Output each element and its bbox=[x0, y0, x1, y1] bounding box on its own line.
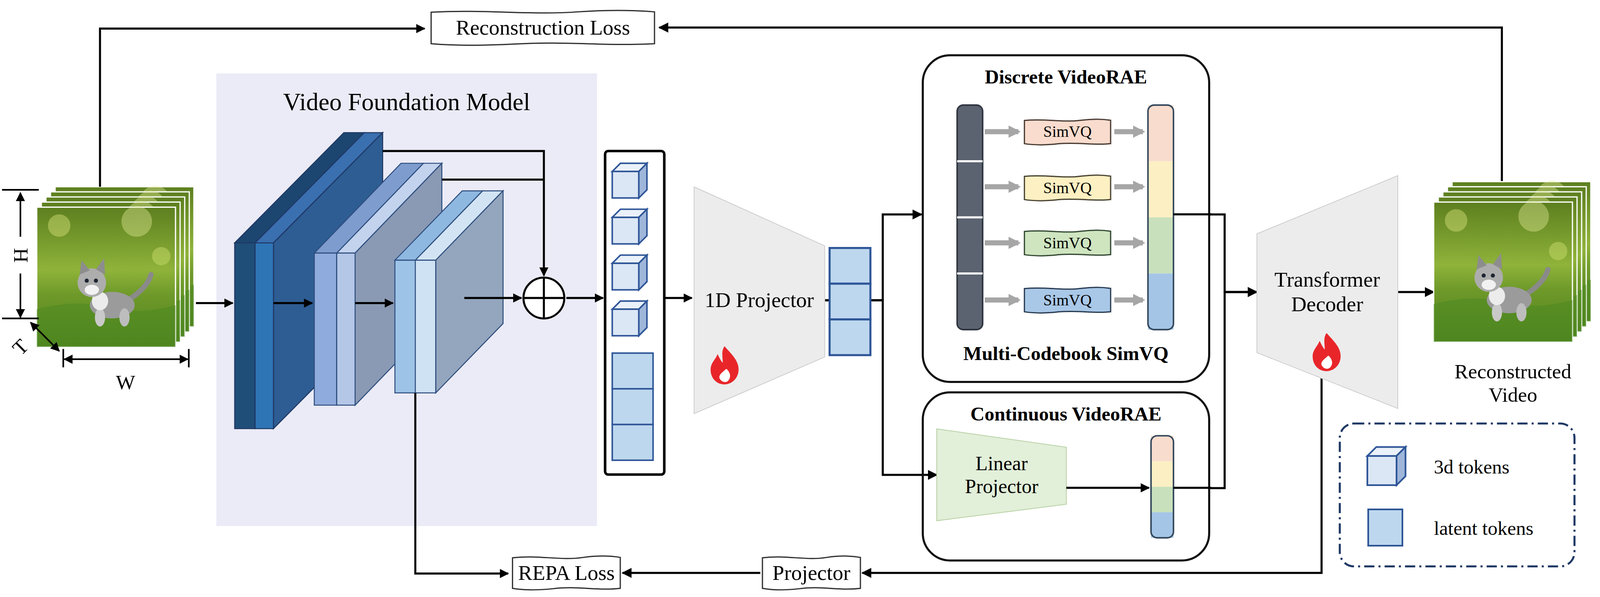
encoder-block bbox=[314, 163, 442, 405]
dimension-label: W bbox=[115, 371, 136, 392]
banner-path bbox=[1024, 287, 1111, 313]
projector-trapezoid: Linear Projector bbox=[936, 428, 1067, 521]
connector-arrow bbox=[862, 378, 1322, 573]
connector-arrow bbox=[659, 27, 1502, 182]
legend-label: latent tokens bbox=[1433, 516, 1534, 540]
label-banner: SimVQ bbox=[1022, 117, 1113, 147]
node-text: Multi-Codebook SimVQ bbox=[963, 341, 1169, 365]
projector-trapezoid: 1D Projector bbox=[694, 186, 825, 414]
reconstructed-video bbox=[1433, 180, 1591, 342]
label-banner: SimVQ bbox=[1022, 173, 1113, 203]
token-arrow bbox=[664, 297, 692, 299]
trapezoid-outline bbox=[936, 428, 1067, 521]
label-banner: SimVQ bbox=[1022, 228, 1113, 258]
node-text: REPA Loss bbox=[518, 560, 615, 585]
trapezoid-path bbox=[694, 186, 825, 414]
banner-path bbox=[762, 555, 861, 590]
connector-arrow bbox=[622, 571, 761, 574]
continuous-output-column bbox=[1151, 435, 1174, 538]
node-text: Reconstruction Loss bbox=[455, 15, 630, 41]
banner-path bbox=[1024, 118, 1111, 145]
trapezoid-path bbox=[1256, 175, 1398, 409]
node-text: 1D Projector bbox=[704, 287, 814, 313]
node-text: SimVQ bbox=[1043, 290, 1092, 310]
banner-path bbox=[431, 10, 655, 46]
label-banner: REPA Loss bbox=[510, 553, 623, 592]
connector-arrow bbox=[1210, 214, 1257, 292]
node-text: SimVQ bbox=[1043, 122, 1092, 141]
node-text: Reconstructed Video bbox=[1433, 359, 1592, 407]
node-text: Transformer Decoder bbox=[1266, 267, 1388, 316]
legend-box bbox=[1339, 423, 1575, 566]
connector-arrow bbox=[824, 300, 937, 475]
token-column bbox=[604, 150, 665, 474]
label-banner: Reconstruction Loss bbox=[426, 8, 660, 48]
node-text: SimVQ bbox=[1043, 233, 1092, 253]
connector-arrow bbox=[1210, 291, 1257, 488]
node-text: Video Foundation Model bbox=[283, 87, 531, 117]
legend-label: 3d tokens bbox=[1433, 455, 1510, 478]
codebook-input-column bbox=[957, 105, 983, 330]
dimension-label: H bbox=[10, 247, 31, 263]
trapezoid-path bbox=[936, 428, 1067, 521]
internal-wires bbox=[1066, 214, 1212, 488]
legend-swatch bbox=[1367, 508, 1404, 547]
node-text: Continuous VideoRAE bbox=[970, 402, 1162, 425]
label-banner: SimVQ bbox=[1022, 285, 1113, 315]
sum-symbol bbox=[523, 277, 565, 319]
codebook-output-column bbox=[1148, 105, 1174, 330]
node-text: Discrete VideoRAE bbox=[984, 65, 1147, 88]
node-text: Linear Projector bbox=[957, 451, 1046, 498]
latent-tokens bbox=[829, 247, 871, 355]
label-banner: Projector bbox=[760, 553, 863, 592]
fire-icon bbox=[1312, 332, 1341, 371]
encoder-arrows bbox=[195, 150, 604, 574]
node-text: SimVQ bbox=[1043, 178, 1092, 198]
codebook-arrows bbox=[984, 131, 1143, 301]
input-video bbox=[36, 185, 194, 347]
fire-icon bbox=[710, 346, 739, 384]
dimension-arrows bbox=[2, 189, 189, 368]
encoder-block bbox=[394, 190, 503, 393]
dimension-label: T bbox=[8, 335, 33, 359]
banner-path bbox=[1024, 230, 1111, 256]
banner-path bbox=[1024, 175, 1111, 201]
connector-arrow bbox=[1397, 290, 1435, 294]
banner-path bbox=[512, 555, 620, 590]
trapezoid-outline bbox=[1256, 175, 1398, 409]
projector-trapezoid: Transformer Decoder bbox=[1256, 175, 1398, 409]
node-text: Projector bbox=[772, 560, 851, 585]
